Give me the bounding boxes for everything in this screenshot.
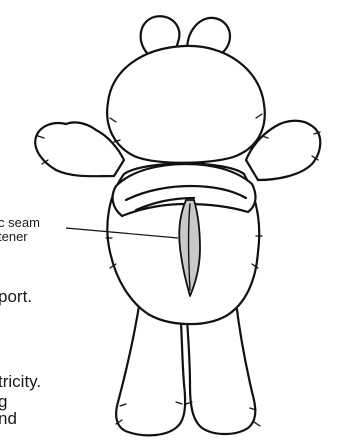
- text-fragment-tricity: tricity.: [0, 372, 41, 391]
- text-fragment-nd: nd: [0, 409, 17, 428]
- callout-label-line1: c seam: [0, 215, 40, 230]
- text-fragment-port: port.: [0, 287, 32, 306]
- callout-label-line2: tener: [0, 229, 28, 244]
- head: [107, 46, 265, 163]
